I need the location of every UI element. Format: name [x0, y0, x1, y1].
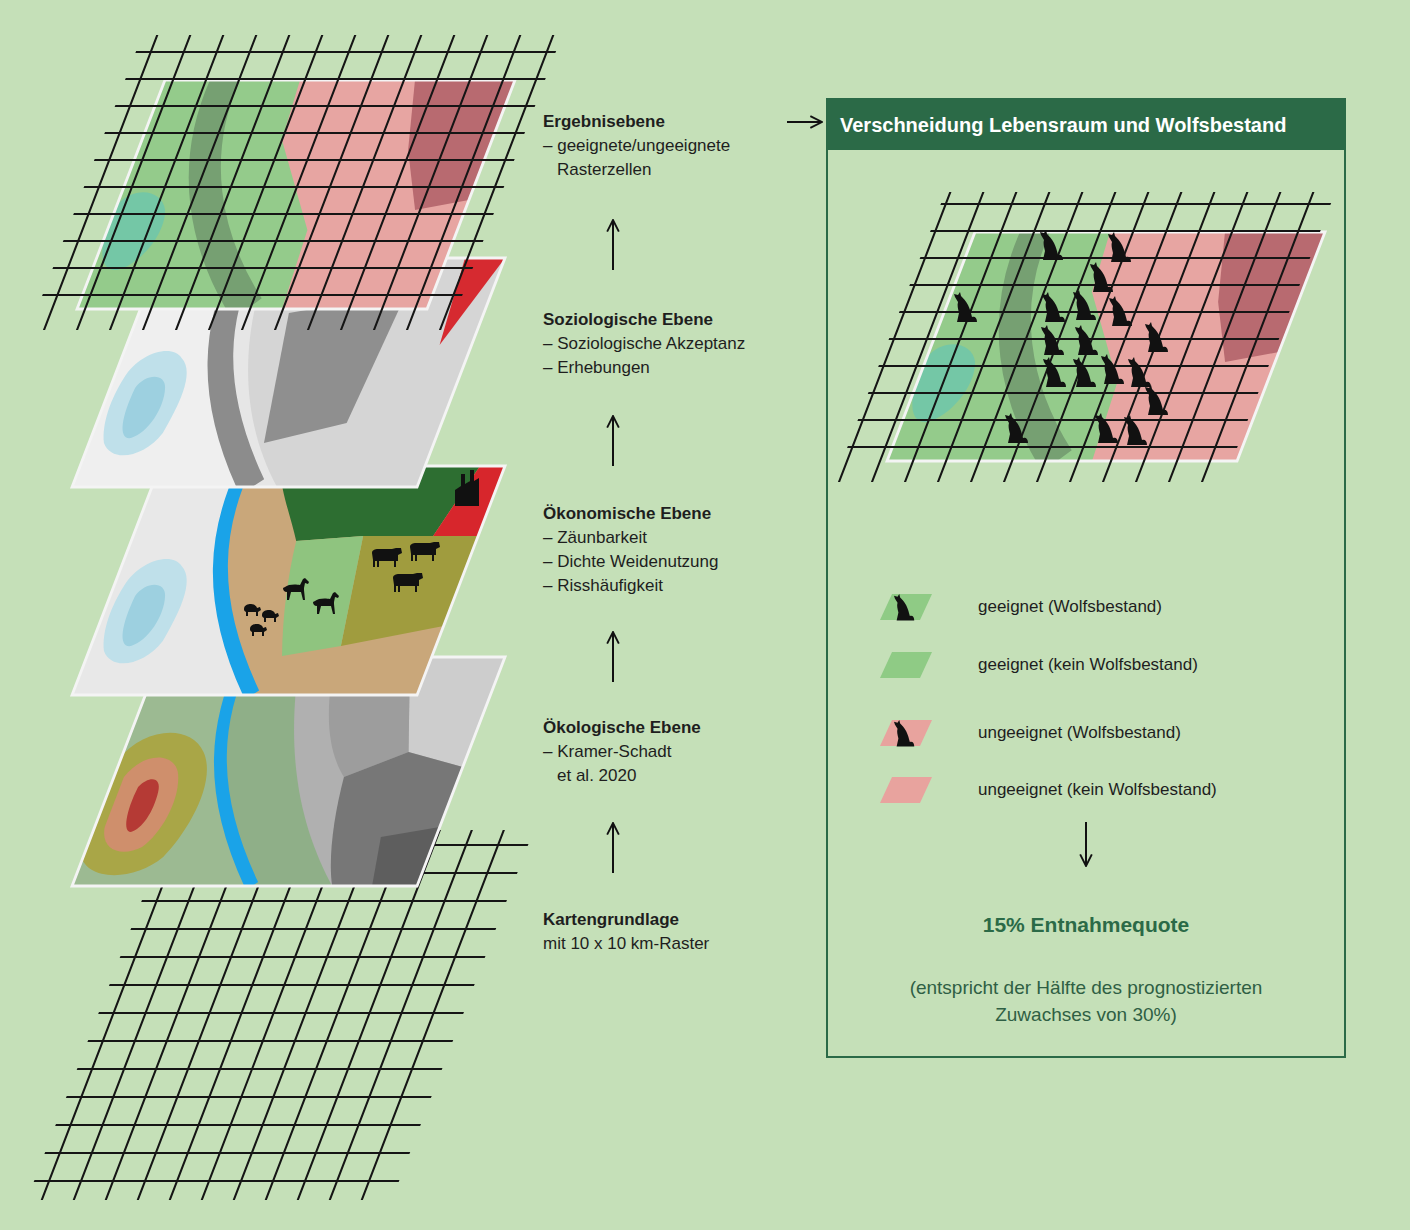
legend-text: geeignet (Wolfsbestand) — [978, 596, 1162, 618]
layer-outline — [72, 466, 505, 695]
flow-arrow — [612, 220, 614, 270]
wolf-icon — [1040, 230, 1063, 260]
legend-text: ungeeignet (Wolfsbestand) — [978, 722, 1181, 744]
legend-row: ungeeignet (kein Wolfsbestand) — [880, 775, 1217, 805]
legend-swatch-box — [880, 718, 934, 748]
wolf-icon — [1095, 413, 1118, 443]
legend-swatch — [880, 652, 932, 678]
cow-icon — [393, 573, 423, 592]
layer-item: – Kramer-Schadt et al. 2020 — [543, 740, 681, 788]
layer-item: – Zäunbarkeit — [543, 526, 783, 550]
wolf-icon — [1073, 357, 1096, 387]
layer-item: mit 10 x 10 km-Raster — [543, 932, 773, 956]
legend-swatch — [880, 594, 932, 620]
result-arrow — [1085, 822, 1087, 866]
cow-icon — [410, 542, 440, 561]
cow-icon — [372, 548, 402, 567]
result-grid — [29, 35, 562, 330]
low-acceptance-zone — [239, 293, 407, 443]
layer-label: Ökonomische Ebene– Zäunbarkeit– Dichte W… — [543, 502, 783, 598]
pasture-ground — [72, 466, 505, 695]
legend-text: geeignet (kein Wolfsbestand) — [978, 654, 1198, 676]
panel-header: Verschneidung Lebensraum und Wolfsbestan… — [828, 100, 1344, 150]
legend-row: geeignet (kein Wolfsbestand) — [880, 650, 1198, 680]
quota-note: (entspricht der Hälfte des prognostizier… — [906, 974, 1266, 1028]
panel-title: Verschneidung Lebensraum und Wolfsbestan… — [840, 112, 1332, 138]
flow-arrow — [787, 121, 822, 123]
wolf-icon — [1090, 262, 1113, 292]
wolf-icon — [1109, 296, 1132, 326]
wolf-icon — [1041, 325, 1064, 355]
legend-text: ungeeignet (kein Wolfsbestand) — [978, 779, 1217, 801]
legend-row: ungeeignet (Wolfsbestand) — [880, 718, 1181, 748]
river — [156, 466, 340, 695]
layer-title: Ergebnisebene — [543, 110, 783, 134]
wolf-icon — [1005, 413, 1028, 443]
wolf-icon — [1073, 290, 1096, 320]
habitat-core — [120, 779, 164, 832]
industry-area — [433, 466, 505, 536]
wolf-icon — [1101, 354, 1124, 384]
livestock-icons — [244, 470, 479, 636]
overlay-grid — [834, 192, 1335, 482]
layer-label: Kartengrundlagemit 10 x 10 km-Raster — [543, 908, 773, 956]
wolf-icon — [1075, 325, 1098, 355]
layer-label: Ökologische Ebene– Kramer-Schadt et al. … — [543, 716, 681, 788]
habitat-zone — [72, 733, 226, 875]
wolf-icon — [1128, 357, 1151, 387]
wolf-icons — [954, 230, 1168, 445]
wolf-icon — [1042, 292, 1065, 322]
overlay-map — [886, 232, 1325, 461]
flow-arrow — [612, 632, 614, 682]
layer-item: – geeignete/ungeeignete Rasterzellen — [543, 134, 783, 182]
lake — [91, 351, 199, 455]
legend-swatch — [880, 777, 932, 803]
layer-item: – Soziologische Akzeptanz — [543, 332, 803, 356]
wolf-icon — [894, 594, 914, 620]
wolf-icon — [1145, 385, 1168, 415]
wolf-icon — [1043, 357, 1066, 387]
flow-arrow — [612, 416, 614, 466]
quota-label: 15% Entnahmequote — [828, 912, 1344, 938]
layer-title: Ökonomische Ebene — [543, 502, 783, 526]
habitat-zone — [95, 758, 191, 852]
layer-title: Kartengrundlage — [543, 908, 773, 932]
horse-icon — [283, 578, 309, 600]
sheep-icon — [250, 624, 267, 636]
layer-label: Soziologische Ebene– Soziologische Akzep… — [543, 308, 803, 380]
result-panel: Verschneidung Lebensraum und Wolfsbestan… — [826, 98, 1346, 1058]
sheep-icon — [262, 610, 279, 622]
sheep-icon — [244, 604, 261, 616]
layer-item: – Dichte Weidenutzung — [543, 550, 783, 574]
legend-swatch — [880, 720, 932, 746]
economic-layer — [72, 466, 505, 695]
horse-pasture — [252, 536, 383, 656]
legend-swatch-box — [880, 592, 934, 622]
legend-swatch-box — [880, 650, 934, 680]
horse-icon — [313, 592, 339, 614]
layer-item: – Erhebungen — [543, 356, 803, 380]
wolf-icon — [954, 292, 977, 322]
wolf-icon — [894, 720, 914, 746]
lake — [91, 559, 199, 663]
factory-icon — [455, 470, 479, 506]
layer-title: Ökologische Ebene — [543, 716, 681, 740]
layer-item: – Risshäufigkeit — [543, 574, 783, 598]
wolf-icon — [1108, 232, 1131, 262]
flow-arrow — [612, 823, 614, 873]
wolf-icon — [1145, 322, 1168, 352]
legend-row: geeignet (Wolfsbestand) — [880, 592, 1162, 622]
lake — [115, 377, 172, 438]
layer-title: Soziologische Ebene — [543, 308, 803, 332]
layer-label: Ergebnisebene– geeignete/ungeeignete Ras… — [543, 110, 783, 182]
wolf-icon — [1124, 415, 1147, 445]
lake — [115, 585, 172, 646]
legend-swatch-box — [880, 775, 934, 805]
